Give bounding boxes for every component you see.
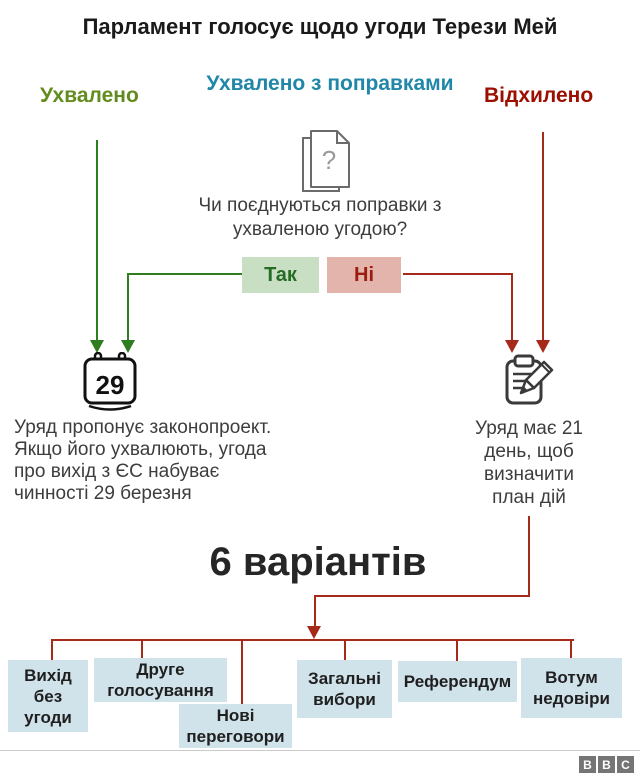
option-second-vote: Друге голосування (94, 658, 227, 702)
connector-vline-center (314, 595, 316, 626)
arrow-approved-line (96, 140, 98, 340)
arrow-approved-head (90, 340, 104, 353)
tree-drop-4 (344, 639, 346, 661)
option-new-negotiations: Нові переговори (179, 704, 292, 748)
svg-text:?: ? (322, 145, 336, 175)
connector-arrow-head (307, 626, 321, 639)
document-question-icon: ? (302, 130, 350, 192)
bbc-logo-block-b2: B (598, 756, 615, 773)
option-general-election: Загальні вибори (297, 660, 392, 718)
arrow-yes-hline (128, 273, 242, 275)
arrow-yes-head (121, 340, 135, 353)
calendar-icon: 29 (83, 352, 137, 411)
tree-drop-5 (456, 639, 458, 662)
tree-hline (51, 639, 574, 641)
option-referendum: Референдум (398, 661, 517, 702)
bbc-logo: B B C (579, 756, 634, 773)
clipboard-pencil-icon (505, 354, 554, 405)
bbc-logo-block-c: C (617, 756, 634, 773)
column-header-approved: Ухвалено (40, 84, 139, 107)
answer-yes-label: Так (264, 263, 297, 286)
calendar-day-number: 29 (96, 370, 125, 400)
arrow-no-vline (511, 273, 513, 340)
tree-drop-3 (241, 639, 243, 705)
connector-hline (314, 595, 530, 597)
tree-drop-2 (141, 639, 143, 659)
answer-no-box: Ні (327, 257, 401, 293)
footer-divider (0, 750, 640, 751)
options-heading: 6 варіантів (209, 540, 427, 584)
arrow-rejected-line (542, 132, 544, 340)
rejected-outcome-text: Уряд має 21 день, щоб визначити план дій (475, 418, 583, 508)
tree-drop-1 (51, 639, 53, 661)
arrow-no-hline (403, 273, 513, 275)
answer-no-label: Ні (354, 263, 374, 286)
answer-yes-box: Так (242, 257, 319, 293)
bbc-logo-block-b1: B (579, 756, 596, 773)
approved-outcome-text: Уряд пропонує законопроект. Якщо його ух… (14, 417, 272, 504)
arrow-yes-vline (127, 273, 129, 340)
option-no-deal-exit: Вихід без угоди (8, 660, 88, 732)
arrow-no-head (505, 340, 519, 353)
option-no-confidence-vote: Вотум недовіри (521, 658, 622, 718)
arrow-rejected-head (536, 340, 550, 353)
column-header-amended: Ухвалено з поправками (206, 72, 454, 95)
tree-drop-6 (570, 639, 572, 659)
question-text: Чи поєднуються поправки з ухваленою угод… (198, 195, 442, 240)
column-header-rejected: Відхилено (484, 84, 594, 107)
connector-vline-right (528, 516, 530, 597)
page-title: Парламент голосує щодо угоди Терези Мей (82, 14, 558, 39)
